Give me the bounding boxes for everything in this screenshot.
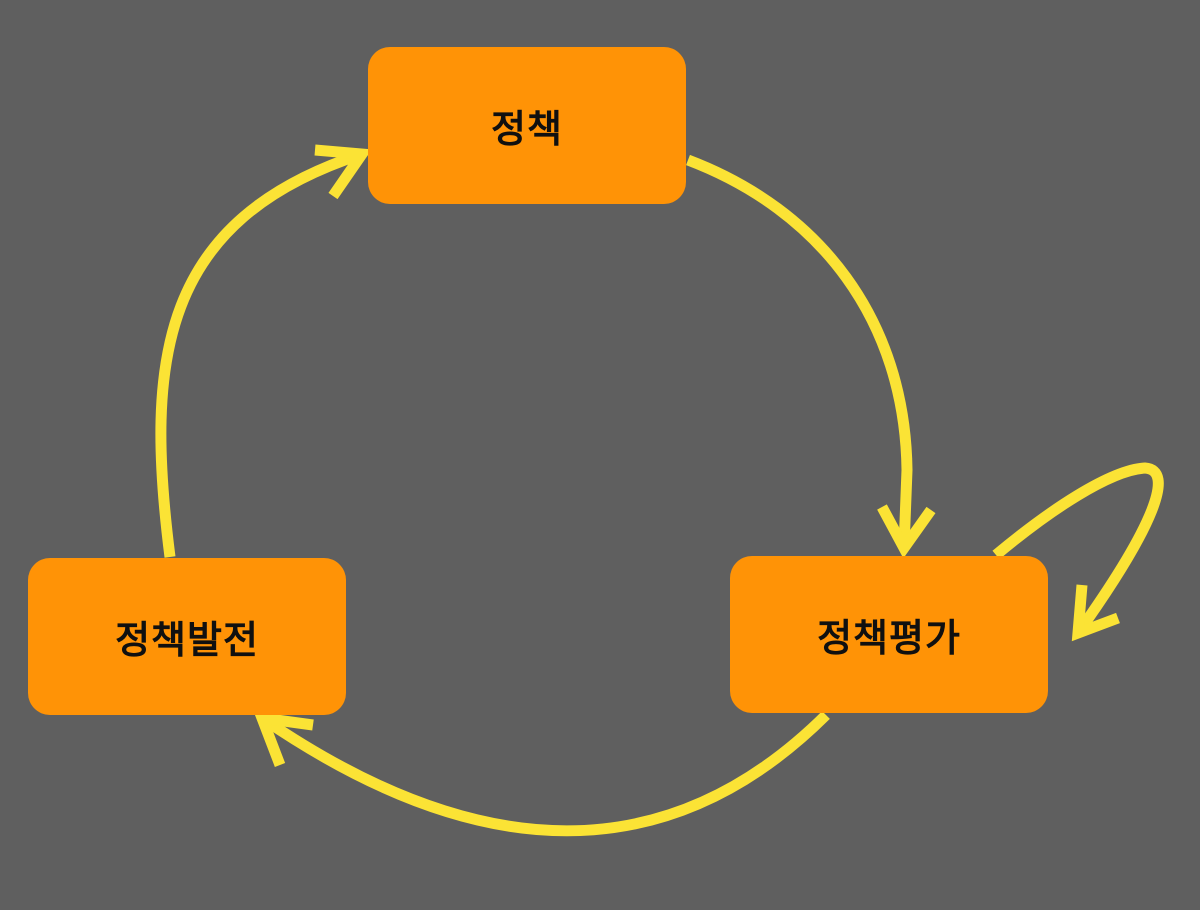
- policy-label: 정책: [491, 107, 563, 151]
- arrow-development-to-policy: [155, 148, 364, 558]
- arrowhead-development-to-policy: [314, 144, 372, 200]
- policy-development-node: 정책발전: [28, 558, 346, 715]
- arrowhead-evaluation-to-development: [253, 711, 314, 767]
- policy-evaluation-label: 정책평가: [817, 616, 961, 660]
- arrow-policy-to-evaluation: [686, 154, 913, 549]
- policy-node: 정책: [368, 47, 686, 204]
- arrowhead-policy-to-evaluation: [877, 504, 936, 559]
- arrowhead-evaluation-self-loop: [1071, 584, 1120, 642]
- policy-development-label: 정책발전: [115, 618, 259, 662]
- arrow-evaluation-to-development: [258, 711, 830, 837]
- arrow-evaluation-self-loop: [992, 462, 1164, 637]
- policy-evaluation-node: 정책평가: [730, 556, 1048, 713]
